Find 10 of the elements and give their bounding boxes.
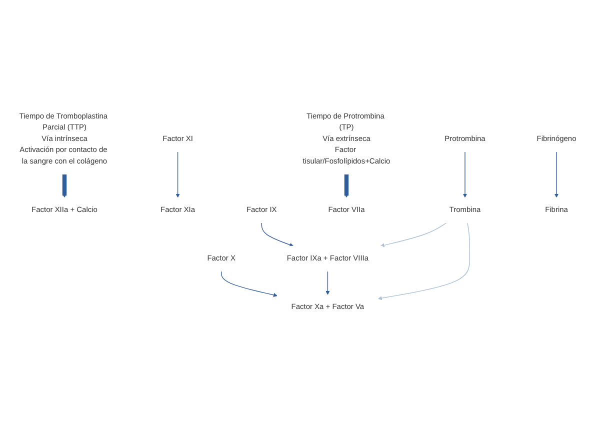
arrow bbox=[378, 222, 470, 300]
arrow bbox=[176, 151, 180, 198]
arrow bbox=[462, 151, 468, 198]
arrow bbox=[62, 174, 67, 198]
arrow bbox=[380, 222, 447, 248]
arrow bbox=[261, 222, 294, 247]
arrow bbox=[554, 151, 559, 198]
arrow bbox=[326, 271, 330, 295]
arrow bbox=[220, 271, 278, 297]
arrow bbox=[344, 174, 349, 198]
